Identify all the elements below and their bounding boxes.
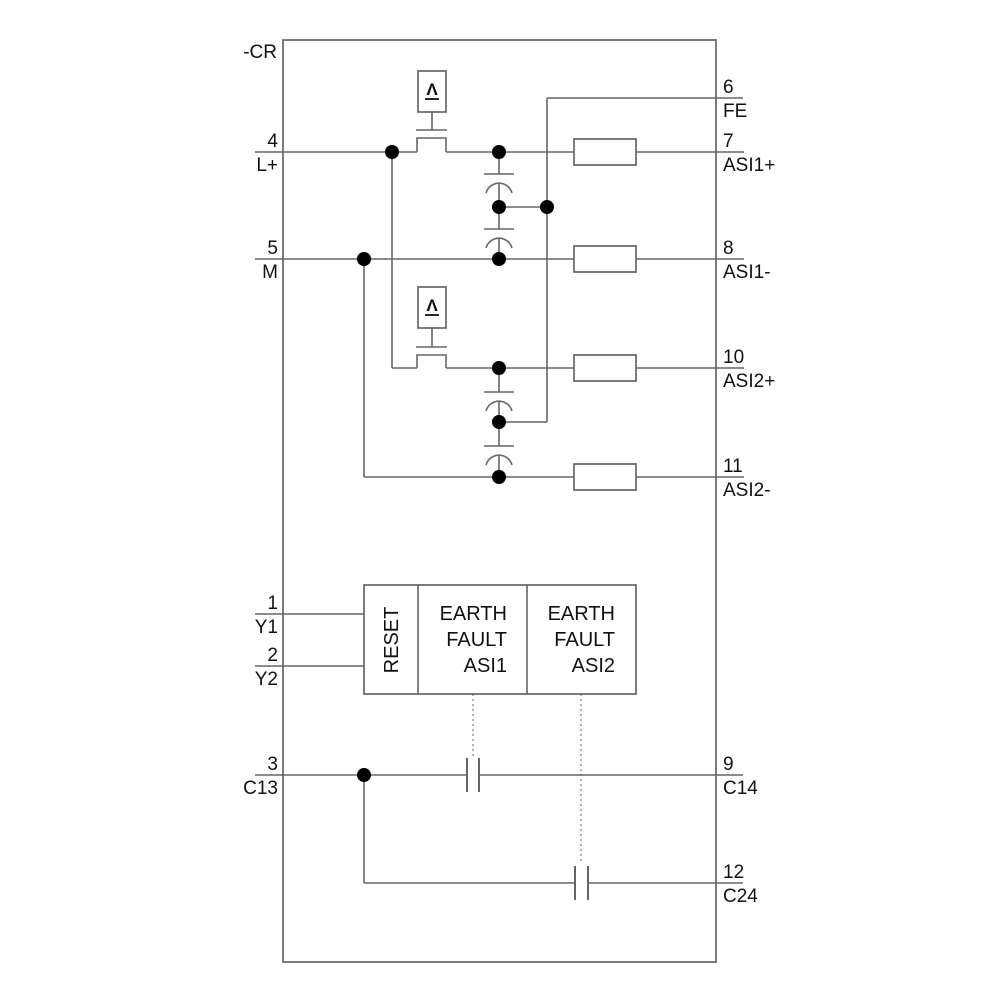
terminal-label-m: M (262, 262, 278, 283)
resistor-asi1minus (573, 245, 637, 273)
junction-dot (357, 768, 371, 782)
terminal-number-1: 1 (267, 593, 278, 614)
voltage-limiter-box-asi1 (417, 70, 447, 113)
junction-dot (492, 361, 506, 375)
voltage-limiter-symbol-asi1: Λ (426, 80, 438, 99)
terminal-number-12: 12 (723, 862, 744, 883)
terminal-number-3: 3 (267, 754, 278, 775)
terminal-number-7: 7 (723, 131, 734, 152)
terminal-label-lplus: L+ (256, 155, 278, 176)
terminal-number-4: 4 (267, 131, 278, 152)
resistor-asi2plus (573, 354, 637, 382)
terminal-label-c13: C13 (243, 778, 278, 799)
junction-dot (492, 415, 506, 429)
terminal-number-5: 5 (267, 238, 278, 259)
terminal-label-asi2minus: ASI2- (723, 480, 771, 501)
junction-dot (357, 252, 371, 266)
terminal-number-11: 11 (723, 456, 743, 477)
junction-dot (492, 200, 506, 214)
device-reference-label: -CR (243, 42, 277, 63)
terminal-number-9: 9 (723, 754, 734, 775)
earth-fault-asi2-line3: ASI2 (572, 655, 615, 677)
earth-fault-asi2-line2: FAULT (554, 629, 615, 651)
junction-dot (540, 200, 554, 214)
switch-contact-asi1 (416, 137, 447, 152)
earth-fault-asi1-line1: EARTH (440, 603, 507, 625)
terminal-label-asi1plus: ASI1+ (723, 155, 775, 176)
voltage-limiter-box-asi2 (417, 286, 447, 329)
terminal-label-fe: FE (723, 101, 747, 122)
module-outline (282, 39, 717, 963)
junction-dot (492, 470, 506, 484)
terminal-label-asi1minus: ASI1- (723, 262, 771, 283)
junction-dot (492, 145, 506, 159)
reset-block-label: RESET (381, 607, 403, 674)
terminal-label-c24: C24 (723, 886, 758, 907)
function-block (363, 584, 637, 695)
terminal-number-2: 2 (267, 645, 278, 666)
earth-fault-asi1-line2: FAULT (446, 629, 507, 651)
junction-dot (492, 252, 506, 266)
terminal-label-asi2plus: ASI2+ (723, 371, 775, 392)
earth-fault-asi2-line1: EARTH (548, 603, 615, 625)
terminal-number-6: 6 (723, 77, 734, 98)
junction-dot (385, 145, 399, 159)
switch-contact-asi2 (416, 354, 447, 368)
resistor-asi2minus (573, 463, 637, 491)
terminal-number-8: 8 (723, 238, 734, 259)
terminal-label-y2: Y2 (255, 669, 278, 690)
terminal-label-y1: Y1 (255, 617, 278, 638)
earth-fault-asi1-line3: ASI1 (464, 655, 507, 677)
terminal-number-10: 10 (723, 347, 744, 368)
resistor-asi1plus (573, 138, 637, 166)
terminal-label-c14: C14 (723, 778, 758, 799)
voltage-limiter-symbol-asi2: Λ (426, 296, 438, 315)
